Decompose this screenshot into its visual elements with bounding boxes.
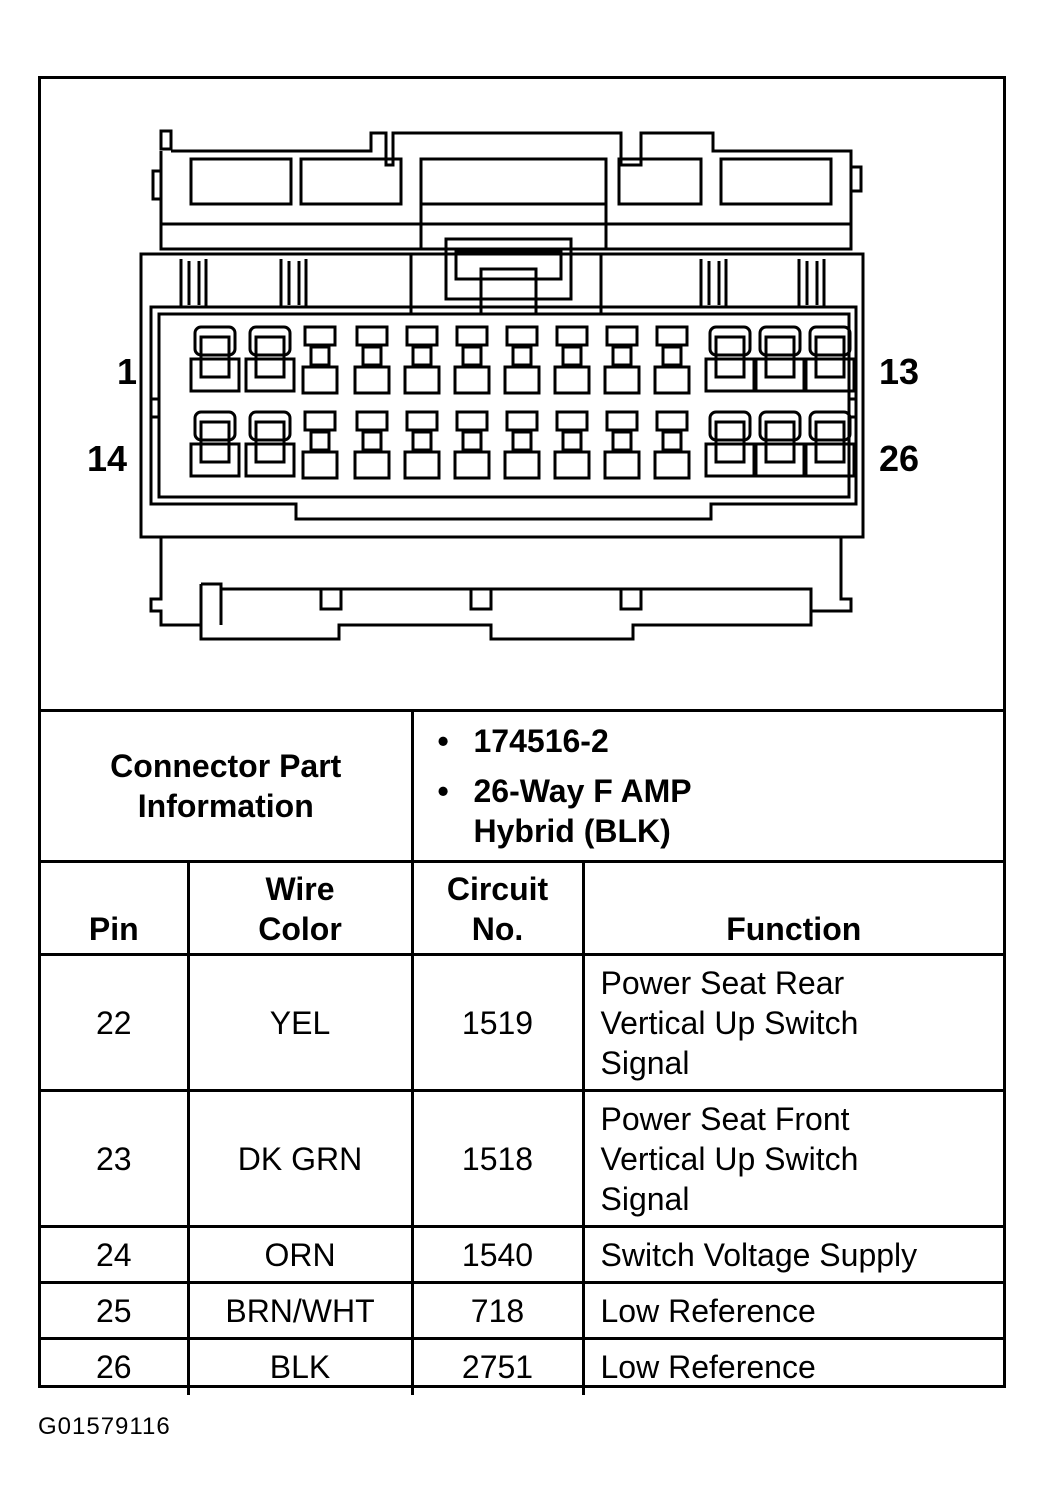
pin-cavity: [503, 410, 541, 480]
function-cell: Low Reference: [581, 1281, 1003, 1340]
pin-cavity: [189, 325, 241, 393]
connector-type: 26-Way F AMP: [438, 771, 1004, 811]
pin-cell: 23: [41, 1089, 190, 1228]
wire-color-cell: BRN/WHT: [186, 1281, 414, 1340]
pin-cell: 26: [41, 1337, 190, 1395]
circuit-cell: 718: [410, 1281, 585, 1340]
function-line: Low Reference: [600, 1292, 816, 1329]
circuit-cell: 1518: [410, 1089, 585, 1228]
connector-diagram: [139, 129, 865, 641]
pin-cavity: [301, 325, 339, 395]
pin-cavity: [453, 410, 491, 480]
pin-cavity: [553, 410, 591, 480]
circuit-cell: 1540: [410, 1225, 585, 1284]
pin-cavity: [804, 410, 856, 478]
pin-cell: 25: [41, 1281, 190, 1340]
pin-label-26: 26: [879, 438, 920, 479]
col-pin: Pin: [41, 860, 190, 956]
figure-frame: 1 13 14 26 Connector Part Information 17…: [38, 76, 1006, 1395]
function-line: Power Seat Rear: [600, 964, 845, 1001]
pin-cavity: [244, 325, 296, 393]
pin-cavity: [353, 325, 391, 395]
pin-cavity: [653, 325, 691, 395]
function-line: Signal: [600, 1180, 690, 1217]
function-line: Signal: [600, 1044, 690, 1081]
pin-cavity: [804, 325, 856, 393]
pin-cavity: [603, 410, 641, 480]
connector-type-line2: Hybrid (BLK): [473, 813, 671, 849]
pin-label-14: 14: [87, 438, 128, 479]
pin-cavity: [403, 325, 441, 395]
pin-cavity: [553, 325, 591, 395]
connector-info-table: Connector Part Information 174516-2 26-W…: [41, 709, 1003, 863]
pin-label-13: 13: [879, 351, 920, 392]
function-line: Low Reference: [600, 1349, 816, 1386]
pin-cavity: [653, 410, 691, 480]
pin-cavity: [301, 410, 339, 480]
circuit-cell: 2751: [410, 1337, 585, 1395]
pin-cavity: [244, 410, 296, 478]
pin-cavity: [353, 410, 391, 480]
pin-cavity: [754, 410, 806, 478]
function-line: Vertical Up Switch: [600, 1140, 859, 1177]
pin-cavity: [704, 325, 756, 393]
connector-info-values: 174516-2 26-Way F AMP Hybrid (BLK): [410, 709, 1004, 863]
pin-cavity: [189, 410, 241, 478]
pin-cell: 22: [41, 953, 190, 1092]
circuit-cell: 1519: [410, 953, 585, 1092]
pin-cavity: [403, 410, 441, 480]
pin-label-1: 1: [117, 351, 138, 392]
wire-color-cell: DK GRN: [186, 1089, 414, 1228]
function-line: Vertical Up Switch: [600, 1004, 859, 1041]
col-function: Function: [581, 860, 1003, 956]
function-line: Switch Voltage Supply: [600, 1236, 918, 1273]
wire-color-cell: BLK: [186, 1337, 414, 1395]
part-number: 174516-2: [438, 721, 1004, 761]
connector-info-label: Connector Part Information: [41, 709, 414, 863]
wire-color-cell: ORN: [186, 1225, 414, 1284]
function-cell: Switch Voltage Supply: [581, 1225, 1003, 1284]
pin-cell: 24: [41, 1225, 190, 1284]
pin-cavity: [503, 325, 541, 395]
function-line: Power Seat Front: [600, 1100, 850, 1137]
pin-cavity: [453, 325, 491, 395]
pin-cavity: [754, 325, 806, 393]
figure-code: G01579116: [38, 1413, 171, 1440]
pin-cavity: [704, 410, 756, 478]
wire-color-cell: YEL: [186, 953, 414, 1092]
pin-cavity: [603, 325, 641, 395]
function-cell: Low Reference: [581, 1337, 1003, 1395]
